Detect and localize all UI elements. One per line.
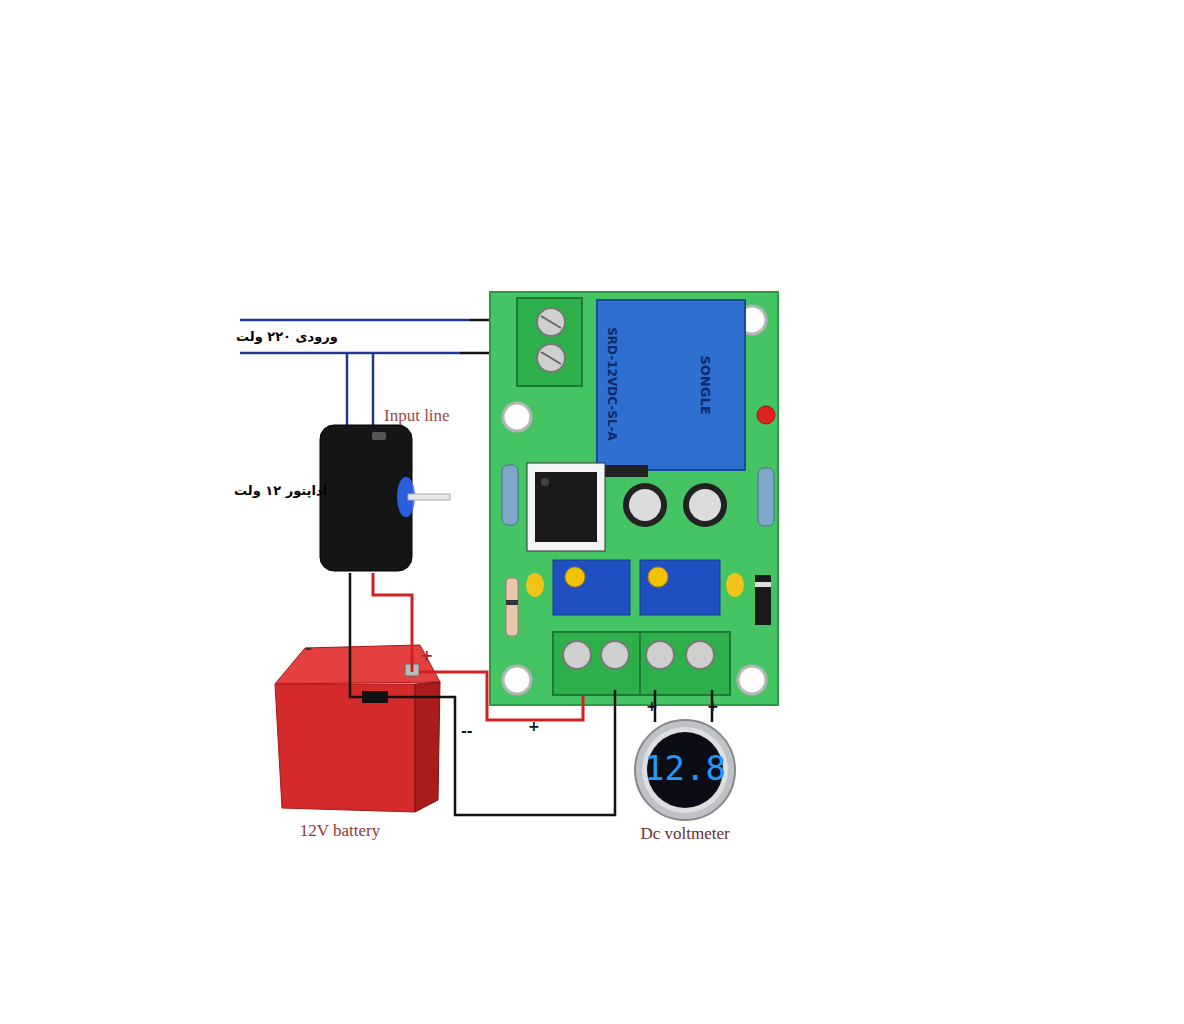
trimpot-knob xyxy=(648,567,668,587)
wire-connector xyxy=(349,573,352,640)
adapter-port xyxy=(372,432,386,440)
capacitor xyxy=(683,483,727,527)
screw xyxy=(537,344,565,372)
part-label: 12V battery xyxy=(270,821,410,841)
diode-band xyxy=(506,600,518,605)
battery-front xyxy=(275,684,415,812)
input-label: ورودی ۲۲۰ ولت xyxy=(236,329,338,344)
ceramic-capacitor xyxy=(526,573,544,597)
terminal-block xyxy=(517,298,582,386)
led xyxy=(757,406,775,424)
polarity-sign: + xyxy=(420,646,433,665)
relay-body xyxy=(597,300,745,470)
screw xyxy=(646,641,674,669)
polarity-sign: + xyxy=(528,718,540,734)
screw xyxy=(563,641,591,669)
terminal-divider xyxy=(639,632,641,695)
terminal-block xyxy=(553,632,730,695)
battery-side xyxy=(415,682,440,812)
battery-positive-wire xyxy=(411,640,414,672)
polarity-sign: - xyxy=(305,638,312,657)
part-label: Dc voltmeter xyxy=(627,824,743,844)
battery-node: 12V battery xyxy=(270,640,442,845)
adapter-drawing xyxy=(320,425,450,571)
polarity-sign: -- xyxy=(461,723,473,739)
charger-board xyxy=(490,292,778,705)
wire-connector xyxy=(373,573,412,640)
capacitor xyxy=(623,483,667,527)
part-label: اداپتور ۱۲ ولت xyxy=(234,483,327,499)
trimpot xyxy=(553,560,630,615)
capacitor-top xyxy=(629,489,661,521)
adapter-prong xyxy=(408,494,450,500)
screw-slot xyxy=(541,316,561,328)
pcb xyxy=(490,292,778,705)
voltmeter-drawing xyxy=(635,720,735,820)
ic-chip xyxy=(535,472,597,542)
ic-socket xyxy=(527,463,605,551)
screw xyxy=(601,641,629,669)
battery-drawing xyxy=(275,645,440,812)
relay-model: SRD-12VDC-SL-A xyxy=(605,309,619,459)
voltage-reading: 12.8 xyxy=(635,748,735,789)
adapter-input-wire xyxy=(346,353,349,430)
ac-wire xyxy=(240,319,470,322)
battery-negative-wire xyxy=(350,640,375,697)
part-label: Input line xyxy=(384,406,450,426)
relay-brand: SONGLE xyxy=(697,310,713,460)
mounting-hole xyxy=(738,666,766,694)
screw-slot xyxy=(541,352,561,364)
voltmeter-bezel xyxy=(635,720,735,820)
adapter-node: Input lineاداپتور ۱۲ ولت xyxy=(318,425,413,573)
voltmeter-node: 12.8Dc voltmeter xyxy=(635,720,735,820)
battery-top xyxy=(275,645,440,684)
relay-base xyxy=(600,465,648,477)
trimpot xyxy=(640,560,720,615)
polarity-sign: + xyxy=(707,698,719,714)
bat-negative-wire xyxy=(375,690,615,815)
diode-symbol xyxy=(755,575,771,625)
relay-node: SRD-12VDC-SL-A SONGLE xyxy=(597,300,745,470)
ic-notch xyxy=(541,478,549,486)
diode-symbol xyxy=(506,578,518,636)
trimpot-knob xyxy=(565,567,585,587)
mounting-hole xyxy=(503,403,531,431)
resistor-symbol xyxy=(502,465,518,525)
ac-wire xyxy=(240,352,460,355)
polarity-sign: + xyxy=(646,698,658,714)
screw xyxy=(537,308,565,336)
screw xyxy=(686,641,714,669)
adapter-input-wire xyxy=(372,353,375,435)
resistor-symbol xyxy=(758,468,774,526)
capacitor-top xyxy=(689,489,721,521)
diode-band xyxy=(755,582,771,587)
ceramic-capacitor xyxy=(726,573,744,597)
mounting-hole xyxy=(503,666,531,694)
